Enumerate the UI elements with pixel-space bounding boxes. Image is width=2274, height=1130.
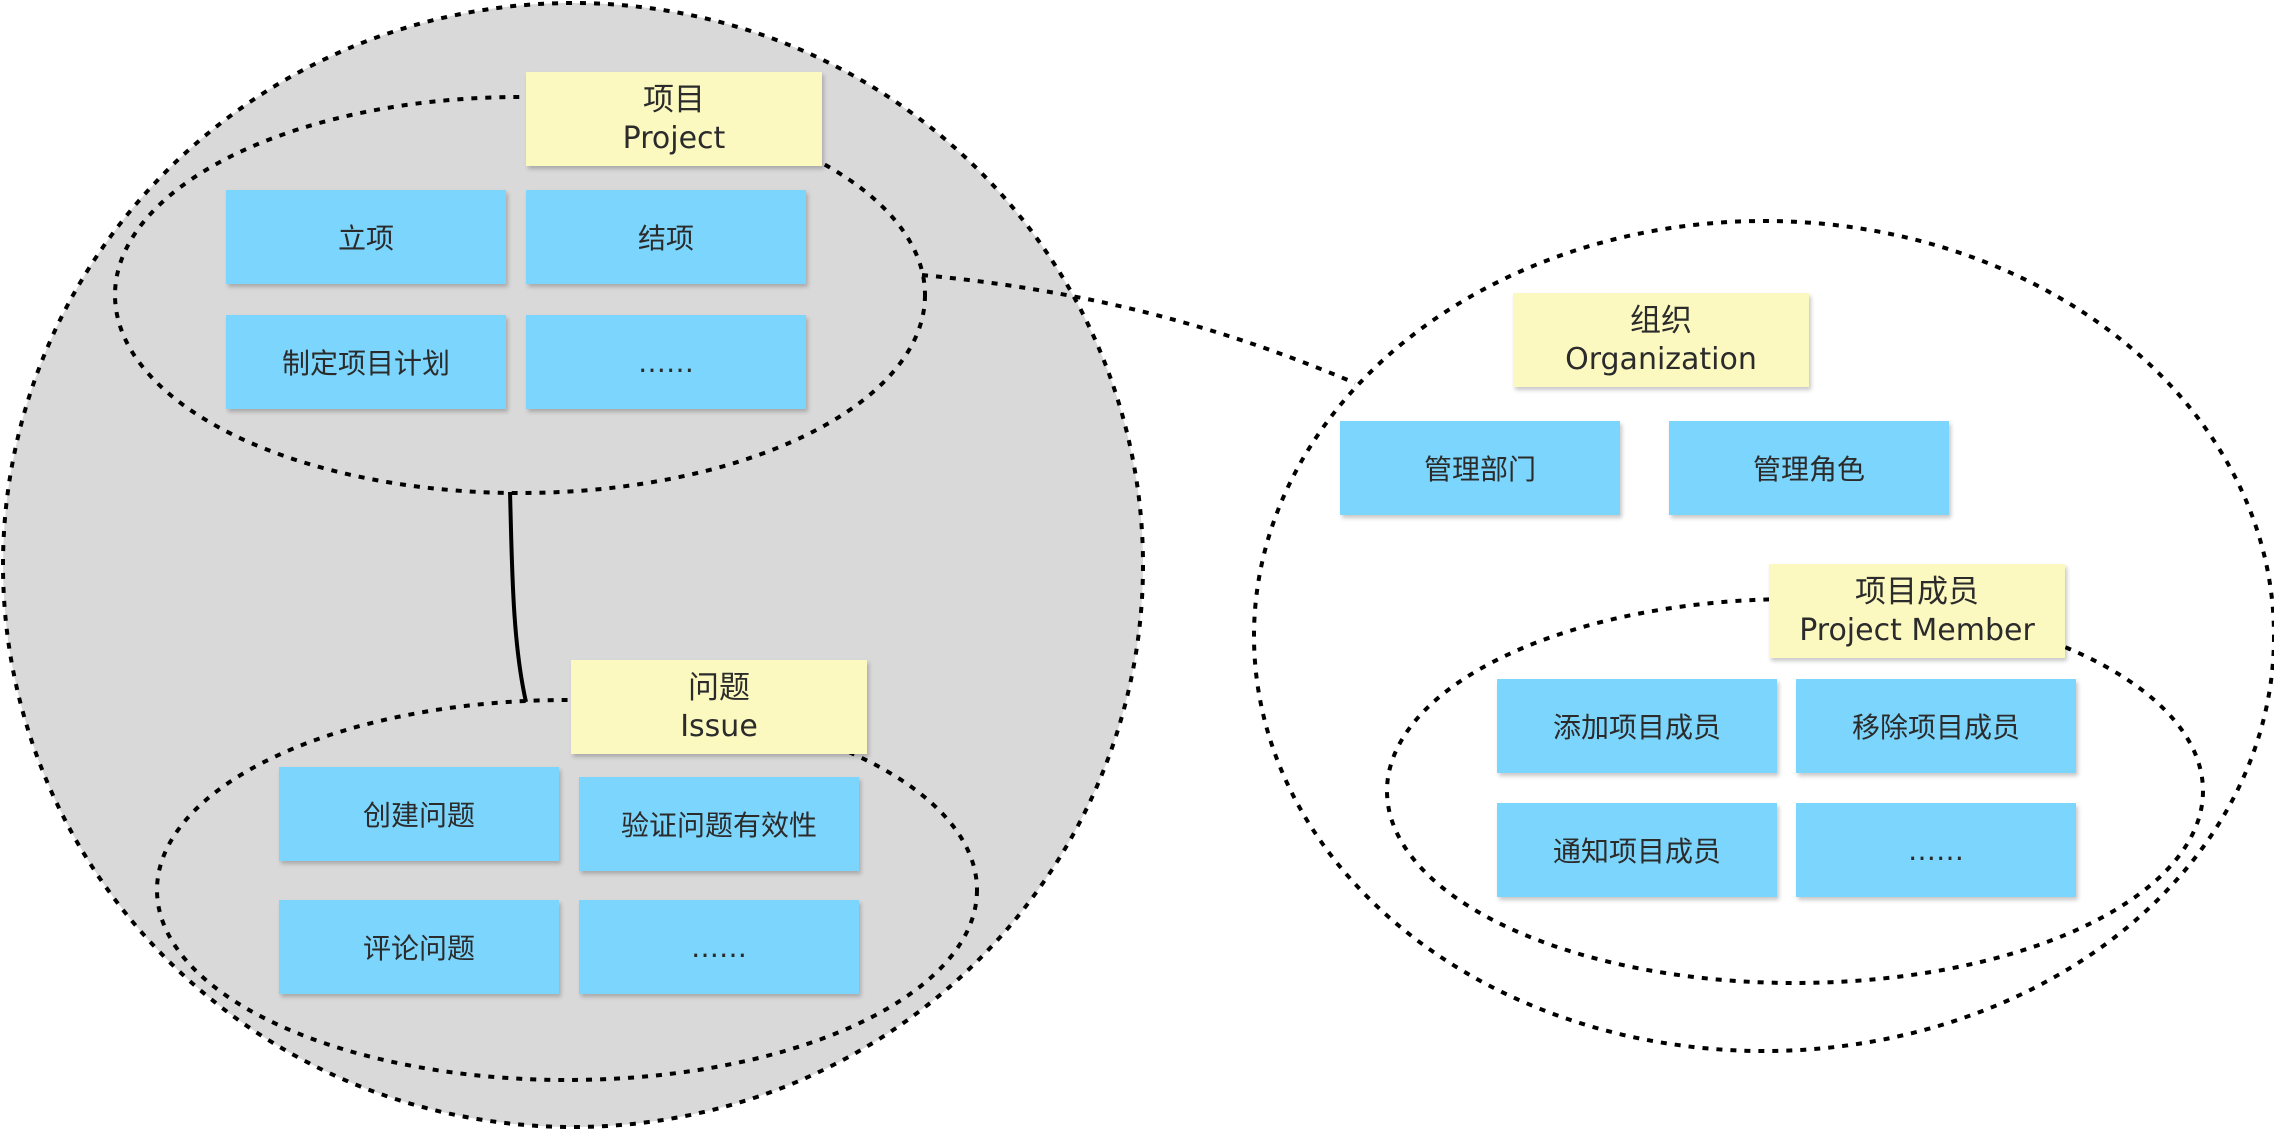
issue-title-en: Issue	[680, 708, 758, 744]
organization-title-zh: 组织	[1630, 302, 1692, 339]
project-member-title-en: Project Member	[1799, 612, 2035, 648]
issue-action-note: 创建问题	[279, 767, 559, 861]
project-member-action-note: ……	[1796, 803, 2076, 897]
project-issue-context-boundary	[1, 1, 1145, 1129]
project-member-action-note: 移除项目成员	[1796, 679, 2076, 773]
organization-action-note: 管理部门	[1340, 421, 1620, 515]
organization-action-label: 管理部门	[1423, 453, 1536, 486]
project-entity-note: 项目 Project	[526, 72, 822, 166]
issue-action-label: ……	[691, 930, 747, 964]
issue-action-label: 验证问题有效性	[620, 809, 817, 842]
project-aggregate-boundary	[113, 95, 927, 495]
organization-action-label: 管理角色	[1752, 453, 1865, 486]
issue-action-note: 评论问题	[279, 900, 559, 994]
project-action-note: 立项	[226, 190, 506, 284]
context-connector	[921, 273, 1356, 385]
project-title-zh: 项目	[643, 81, 705, 118]
project-member-action-label: 通知项目成员	[1552, 835, 1721, 868]
project-action-label: 制定项目计划	[281, 347, 450, 380]
project-action-label: ……	[638, 345, 694, 379]
issue-aggregate-boundary	[155, 698, 979, 1082]
project-issue-connector	[508, 491, 528, 703]
project-member-action-label: 添加项目成员	[1552, 711, 1721, 744]
issue-action-label: 创建问题	[362, 799, 475, 832]
project-member-action-note: 添加项目成员	[1497, 679, 1777, 773]
project-action-note: ……	[526, 315, 806, 409]
issue-title-zh: 问题	[688, 669, 750, 706]
project-member-title-zh: 项目成员	[1855, 573, 1979, 610]
project-action-label: 结项	[637, 222, 694, 255]
project-action-label: 立项	[337, 222, 394, 255]
project-member-action-note: 通知项目成员	[1497, 803, 1777, 897]
issue-entity-note: 问题 Issue	[571, 660, 867, 754]
project-member-action-label: ……	[1908, 833, 1964, 867]
project-title-en: Project	[622, 120, 726, 156]
project-member-entity-note: 项目成员 Project Member	[1769, 564, 2065, 658]
issue-action-label: 评论问题	[362, 932, 475, 965]
issue-action-note: ……	[579, 900, 859, 994]
organization-entity-note: 组织 Organization	[1513, 293, 1809, 387]
project-action-note: 结项	[526, 190, 806, 284]
project-action-note: 制定项目计划	[226, 315, 506, 409]
project-member-action-label: 移除项目成员	[1851, 711, 2020, 744]
organization-context-boundary	[1252, 219, 2274, 1053]
organization-action-note: 管理角色	[1669, 421, 1949, 515]
organization-title-en: Organization	[1565, 341, 1757, 377]
issue-action-note: 验证问题有效性	[579, 777, 859, 871]
